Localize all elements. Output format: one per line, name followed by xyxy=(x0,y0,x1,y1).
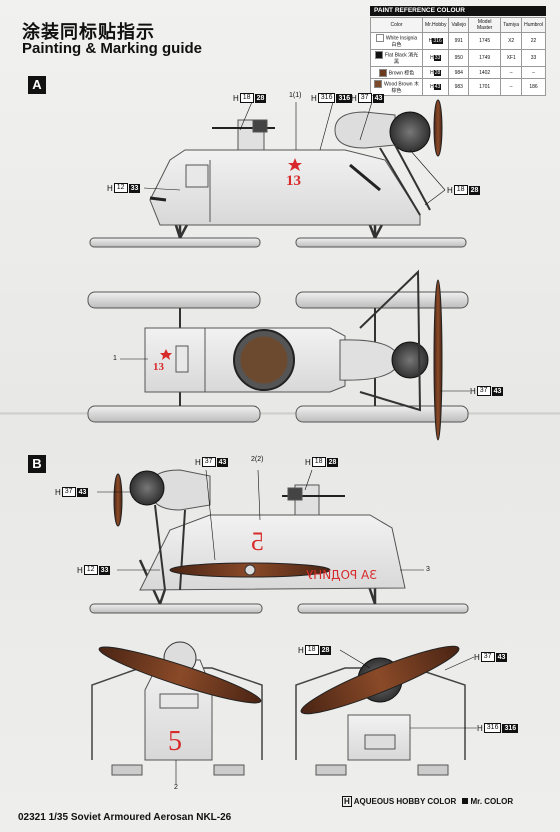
paint-color-label: Wood Brown 木棕色 xyxy=(384,81,419,94)
b-front-number: 5 xyxy=(168,726,182,757)
leader-lines xyxy=(97,101,477,784)
paint-color-label: Brown 棕色 xyxy=(388,69,415,76)
paint-h-prefix: H xyxy=(428,38,433,44)
a-ski-rear xyxy=(295,237,467,248)
b-label-h37-43: H 37 43 xyxy=(195,457,229,467)
b-label-h12-33: H 12 33 xyxy=(77,565,111,575)
a-top-view xyxy=(87,269,469,441)
page-title: Painting & Marking guide xyxy=(22,40,203,57)
paint-color-label: White Insignia 白色 xyxy=(385,35,418,48)
col-mrhobby: Mr.Hobby xyxy=(422,17,450,33)
paint-humbrol: 186 xyxy=(521,78,546,96)
a-top-number: 13 xyxy=(153,361,165,373)
paint-hobby-code: 316 xyxy=(432,38,443,44)
paint-reference-table: Color Mr.Hobby Vallejo Model Master Tami… xyxy=(369,17,546,96)
paint-hobby-code: 43 xyxy=(433,84,442,90)
b-side-number: 5 xyxy=(251,527,264,556)
b-rear-view xyxy=(295,645,466,776)
b-label-h18-28: H 18 28 xyxy=(305,457,339,467)
a-label-h18-28-right: H 18 28 xyxy=(447,185,481,195)
a-label-h12-33: H 12 33 xyxy=(107,183,141,193)
legend-black-square xyxy=(462,798,469,804)
paint-h-prefix: H xyxy=(430,55,434,61)
paint-mrhobby: H43 xyxy=(422,78,450,96)
section-b-badge: B xyxy=(28,455,46,473)
model-title: 02321 1/35 Soviet Armoured Aerosan NKL-2… xyxy=(18,812,232,823)
a-side-number: 13 xyxy=(286,173,301,189)
a-label-h37-43-top: H 37 43 xyxy=(470,386,504,396)
page-title-cn: 涂装同标贴指示 xyxy=(22,22,155,43)
paint-mrhobby: H33 xyxy=(422,49,450,67)
paint-color-label: Flat Black 消光黑 xyxy=(384,52,419,65)
col-model-master: Model Master xyxy=(468,17,502,33)
paint-h-prefix: H xyxy=(430,69,434,76)
col-tamiya: Tamiya xyxy=(500,17,523,33)
a-top-star xyxy=(160,349,172,360)
a-decal-1-1: 1(1) xyxy=(289,92,302,99)
paint-hobby-code: 28 xyxy=(433,69,442,76)
b-side-view xyxy=(89,469,469,614)
paint-hobby-code: 33 xyxy=(433,55,442,61)
paint-mm: 1701 xyxy=(468,78,502,96)
a-side-view xyxy=(89,99,467,248)
a-label-h37-43: H 37 43 xyxy=(351,93,385,103)
b-decal-2: 2 xyxy=(174,784,178,791)
paint-swatch xyxy=(378,68,387,77)
b-front-view xyxy=(91,641,263,776)
b-decal-3: 3 xyxy=(426,566,430,573)
a-side-star xyxy=(288,158,302,171)
a-decal-1: 1 xyxy=(113,355,117,362)
paint-h-prefix: H xyxy=(430,84,434,90)
b-label-h316-316-rear: H 316 316 xyxy=(477,723,519,733)
paper-fold xyxy=(0,412,560,415)
paint-table-title: PAINT REFERENCE COLOUR xyxy=(370,6,546,16)
legend-mr-color: Mr. COLOR xyxy=(462,797,513,806)
b-decal-2-2: 2(2) xyxy=(251,456,264,463)
b-label-h18-28-rear: H 18 28 xyxy=(298,645,332,655)
paint-humbrol: 22 xyxy=(521,32,546,50)
b-label-h37-43-rear: H 37 43 xyxy=(474,652,508,662)
paint-swatch xyxy=(374,51,383,59)
paint-swatch xyxy=(374,80,383,88)
legend-aqueous: H AQUEOUS HOBBY COLOR xyxy=(342,796,457,807)
col-humbrol: Humbrol xyxy=(521,17,546,33)
color-legend: H AQUEOUS HOBBY COLOR Mr. COLOR xyxy=(342,796,513,807)
b-slogan: ЗА РОДИНУ xyxy=(305,568,377,582)
paint-swatch xyxy=(375,34,384,42)
section-a-badge: A xyxy=(28,76,46,94)
a-label-h18-28: H 18 28 xyxy=(233,93,267,103)
b-label-h37-43-left: H 37 43 xyxy=(55,487,89,497)
a-ski-front xyxy=(89,237,261,248)
a-label-h316-316: H 316 316 xyxy=(311,93,353,103)
